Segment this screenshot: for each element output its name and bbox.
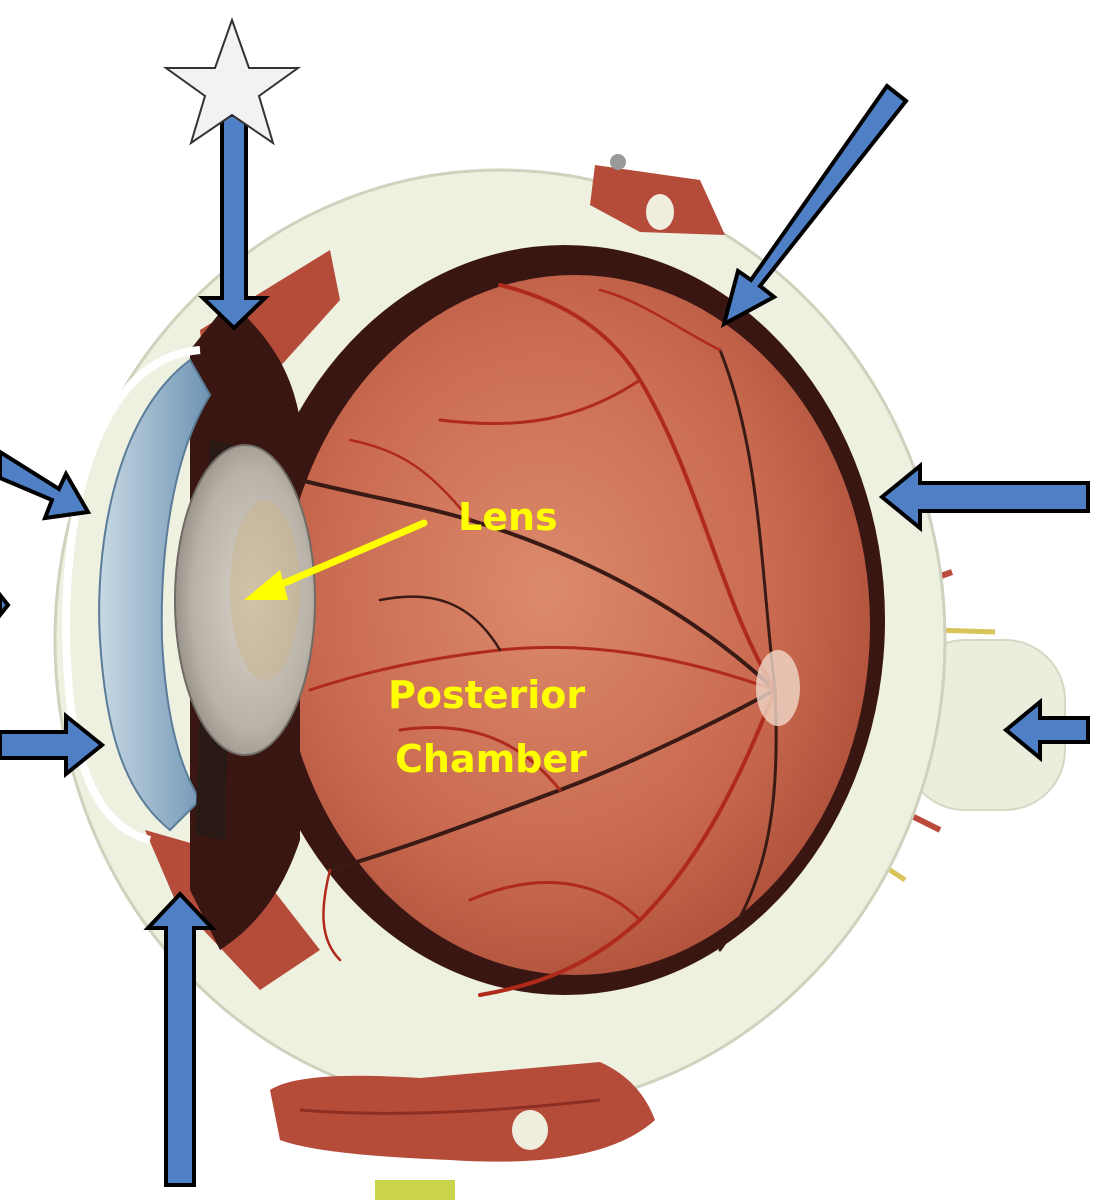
arrow-icon	[1002, 697, 1090, 763]
arrow-icon	[0, 449, 92, 521]
arrow-icon	[0, 591, 11, 619]
label-arrows	[0, 83, 1090, 1187]
optic-disc	[756, 650, 800, 726]
arrow-icon	[720, 83, 909, 328]
posterior-chamber-label-line2: Chamber	[395, 737, 587, 781]
retina	[280, 275, 870, 975]
star-icon	[162, 17, 302, 146]
arrow-icon	[244, 570, 288, 600]
lens-label: Lens	[458, 495, 558, 539]
arrow-icon	[878, 461, 1090, 533]
arrow-icon	[198, 113, 270, 331]
arrow-icon	[143, 891, 217, 1187]
arrow-icon	[0, 711, 106, 779]
corneal-rim	[62, 346, 201, 844]
superior-muscle	[590, 154, 725, 235]
lens-pointer	[244, 519, 428, 600]
retinal-vessels	[298, 283, 778, 997]
inferior-muscle	[270, 1062, 655, 1200]
cornea	[98, 358, 212, 832]
posterior-chamber-label-line1: Posterior	[388, 673, 585, 717]
